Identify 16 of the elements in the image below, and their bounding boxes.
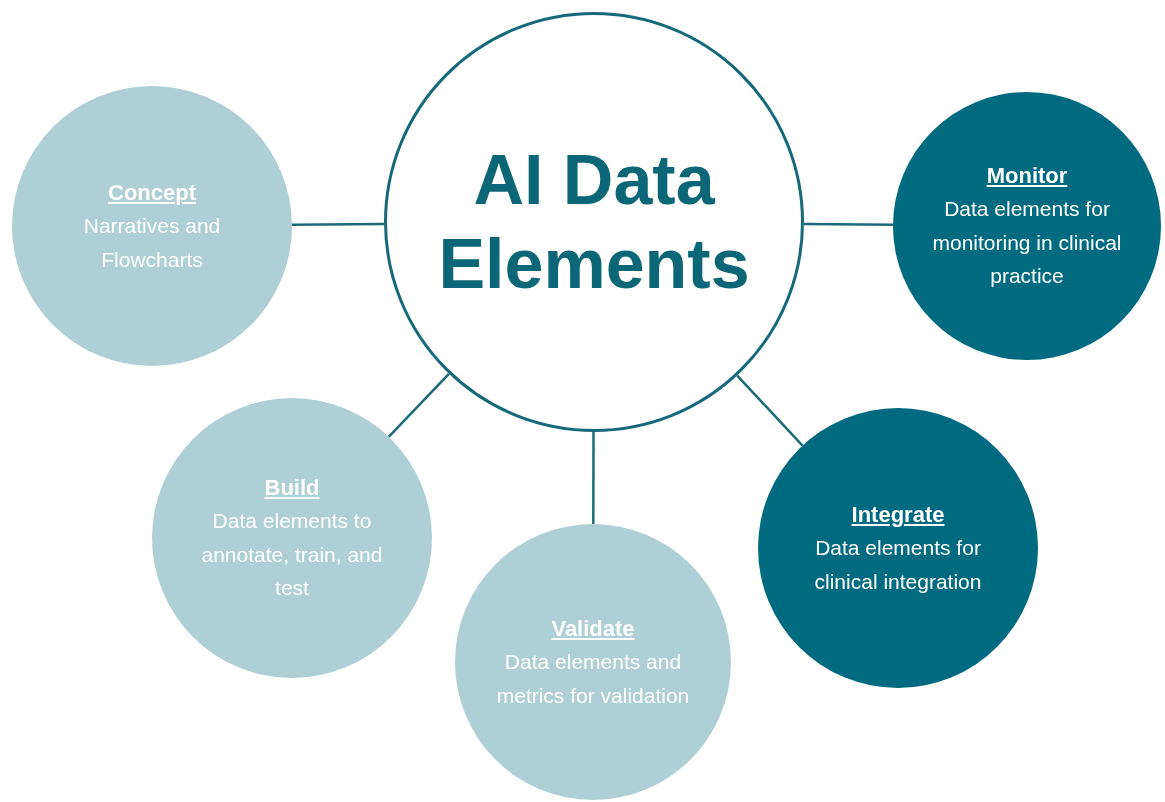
- topic-heading: Build: [264, 474, 320, 503]
- connector-line: [292, 222, 385, 226]
- topic-description: Narratives and Flowcharts: [82, 212, 222, 273]
- title-text: AI Data Elements: [437, 140, 751, 305]
- topic-heading: Integrate: [851, 500, 945, 529]
- topic-heading: Monitor: [986, 162, 1068, 191]
- topic-description: Data elements to annotate, train, and test: [200, 508, 384, 602]
- topic-description: Data elements for clinical integration: [813, 534, 983, 595]
- topic-description: Data elements for monitoring in clinical practice: [932, 196, 1122, 290]
- connector-line: [592, 432, 595, 524]
- connector-line: [387, 372, 450, 438]
- topic-heading: Validate: [551, 614, 635, 643]
- topic-description: Data elements and metrics for validation: [495, 648, 691, 709]
- topic-heading: Concept: [108, 178, 196, 207]
- connector-line: [803, 222, 894, 226]
- connector-line: [736, 374, 804, 447]
